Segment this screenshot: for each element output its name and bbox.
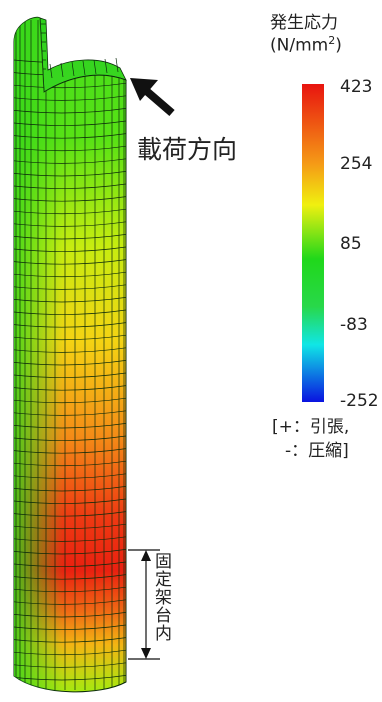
mesh-ring-line <box>14 108 126 114</box>
mesh-ring-line <box>14 360 126 366</box>
color-scale-bar <box>302 84 324 402</box>
mesh-ring-line <box>14 372 126 378</box>
mesh-ring-line <box>14 561 126 567</box>
outer-mesh-grid <box>14 20 126 690</box>
mesh-ring-line <box>14 133 126 139</box>
scale-tick-254: 254 <box>340 154 373 174</box>
load-direction-label: 載荷方向 <box>137 135 238 164</box>
mesh-ring-line <box>14 549 126 555</box>
scale-tick-423: 423 <box>340 77 373 97</box>
mesh-ring-line <box>14 423 126 429</box>
mesh-ring-line <box>14 498 126 504</box>
mesh-ring-line <box>14 385 126 391</box>
scale-tick-minus83: -83 <box>340 315 368 335</box>
mesh-ring-line <box>14 82 126 89</box>
mesh-ring-line <box>14 511 126 517</box>
unit-exponent: 2 <box>328 34 336 47</box>
mesh-ring-line <box>14 95 126 101</box>
mesh-ring-line <box>14 297 126 303</box>
mesh-ring-line <box>14 637 126 643</box>
mesh-ring-line <box>14 435 126 441</box>
mesh-ring-line <box>14 322 126 328</box>
mesh-ring-line <box>14 234 126 240</box>
sign-note-tension: [+：引張, <box>272 417 350 437</box>
mesh-ring-line <box>14 410 126 416</box>
mesh-ring-line <box>14 259 126 265</box>
load-direction-arrow <box>130 78 175 117</box>
mesh-ring-line <box>14 523 126 530</box>
mesh-ring-line <box>14 662 126 668</box>
inner-mesh-line <box>60 62 64 78</box>
mesh-ring-line <box>14 486 126 492</box>
inner-mesh-line <box>49 63 53 79</box>
mesh-ring-line <box>14 460 126 467</box>
legend-unit: (N/mm2) <box>270 34 342 56</box>
mesh-ring-line <box>14 612 126 618</box>
inner-mesh-line <box>93 59 97 75</box>
inner-mesh-line <box>82 60 86 76</box>
mesh-ring-line <box>14 284 126 290</box>
mesh-ring-line <box>14 599 126 605</box>
fixed-zone-label: 固定架台内 <box>151 552 171 642</box>
mesh-ring-line <box>14 158 126 164</box>
mesh-ring-line <box>14 448 126 454</box>
mesh-ring-line <box>14 271 126 278</box>
mesh-ring-line <box>14 171 126 177</box>
unit-open: (N/mm <box>270 35 329 56</box>
mesh-ring-line <box>14 334 126 341</box>
mesh-ring-line <box>14 397 126 404</box>
mesh-ring-line <box>14 183 126 189</box>
mesh-ring-line <box>14 624 126 630</box>
fixed-zone-dimension <box>128 549 160 660</box>
mesh-ring-line <box>14 309 126 315</box>
mesh-ring-line <box>14 649 126 656</box>
mesh-ring-line <box>14 221 126 227</box>
cylinder-shading <box>14 17 126 692</box>
inner-mesh-line <box>115 57 119 73</box>
unit-close: ) <box>335 35 342 56</box>
mesh-ring-line <box>14 347 126 353</box>
mesh-ring-line <box>14 120 126 126</box>
scale-tick-85: 85 <box>340 234 362 254</box>
mesh-ring-line <box>14 145 126 152</box>
mesh-ring-line <box>14 246 126 252</box>
legend-title: 発生応力 <box>270 13 338 33</box>
mesh-ring-line <box>14 536 126 542</box>
mesh-ring-line <box>14 574 126 580</box>
mesh-ring-line <box>14 675 126 681</box>
inner-mesh-line <box>71 61 75 77</box>
mesh-ring-line <box>14 208 126 215</box>
mesh-ring-line <box>14 196 126 202</box>
mesh-ring-line <box>14 586 126 593</box>
mesh-ring-line <box>14 473 126 479</box>
inner-mesh-line <box>104 58 108 74</box>
scale-tick-minus252: -252 <box>340 391 379 411</box>
sign-note-compression: -：圧縮] <box>285 441 349 461</box>
